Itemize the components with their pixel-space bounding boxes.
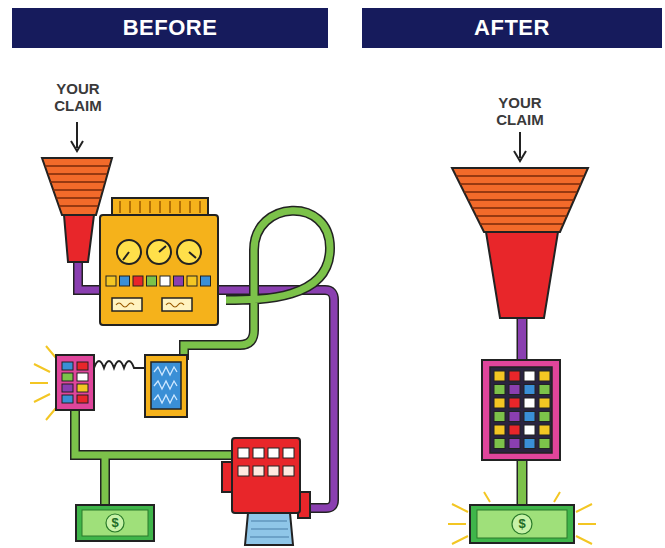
pipe-outline — [517, 316, 528, 362]
arrow-head — [514, 151, 526, 161]
indicator-light — [253, 466, 264, 476]
pointer-arrow — [519, 132, 521, 158]
bill-inner — [477, 510, 567, 538]
dollar-sign: $ — [105, 516, 125, 530]
readout-scribble — [116, 303, 184, 307]
indicator-light — [494, 439, 505, 449]
indicator-light — [509, 412, 520, 422]
indicator-light — [509, 398, 520, 408]
cap-ridges — [120, 201, 200, 213]
monitor-box — [145, 355, 187, 417]
green-pipe — [518, 458, 526, 507]
indicator-light — [539, 412, 550, 422]
money-bill — [470, 505, 574, 543]
header-text: AFTER — [474, 15, 550, 41]
dial-needle — [123, 246, 196, 260]
indicator-light — [494, 412, 505, 422]
dollar-sign: $ — [512, 517, 532, 531]
indicator-light — [524, 425, 535, 435]
indicator-light — [77, 395, 88, 403]
header-band: AFTER — [362, 8, 662, 48]
device-panel — [490, 367, 552, 453]
indicator-light — [494, 398, 505, 408]
pipe-outline — [517, 458, 528, 507]
yellow-machine — [100, 215, 218, 325]
indicator-light — [494, 425, 505, 435]
indicator-light — [77, 362, 88, 370]
indicator-light — [62, 373, 73, 381]
header-band: BEFORE — [12, 8, 328, 48]
simple-device — [482, 360, 560, 460]
indicator-light — [524, 412, 535, 422]
red-machine — [232, 438, 300, 513]
funnel-stripes — [45, 166, 110, 206]
indicator-light — [160, 276, 170, 286]
indicator-light — [268, 466, 279, 476]
indicator-light — [120, 276, 130, 286]
indicator-light — [524, 439, 535, 449]
indicator-light — [201, 276, 211, 286]
indicator-light — [524, 385, 535, 395]
indicator-light — [539, 425, 550, 435]
bill-inner — [82, 510, 148, 536]
indicator-light — [509, 425, 520, 435]
pointer-arrow — [76, 122, 78, 148]
funnel — [452, 168, 588, 232]
indicator-light — [283, 448, 294, 458]
indicator-light — [77, 373, 88, 381]
indicator-light — [253, 448, 264, 458]
arrow-head — [71, 141, 83, 151]
indicator-light — [174, 276, 184, 286]
red-tube — [64, 215, 94, 262]
indicator-light — [539, 371, 550, 381]
printout-lines — [250, 521, 289, 537]
indicator-light — [268, 448, 279, 458]
indicator-light — [539, 385, 550, 395]
claim-label: YOUR CLAIM — [490, 94, 550, 128]
red-tube — [486, 232, 558, 318]
screen-wave — [154, 367, 177, 403]
indicator-light — [509, 385, 520, 395]
indicator-light — [238, 448, 249, 458]
indicator-light — [62, 384, 73, 392]
indicator-light — [494, 385, 505, 395]
blinking-device — [56, 355, 94, 410]
pipe-outline — [75, 408, 234, 507]
indicator-light — [187, 276, 197, 286]
indicator-light — [147, 276, 157, 286]
indicator-light — [539, 439, 550, 449]
header-text: BEFORE — [123, 15, 218, 41]
indicator-light — [77, 384, 88, 392]
bill-seal — [512, 514, 532, 534]
indicator-light — [509, 371, 520, 381]
indicator-light — [283, 466, 294, 476]
coil — [94, 361, 146, 368]
indicator-light — [524, 371, 535, 381]
funnel — [42, 158, 112, 215]
indicator-light — [133, 276, 143, 286]
claim-label: YOUR CLAIM — [48, 80, 108, 114]
purple-pipe — [518, 316, 526, 362]
funnel-stripes — [456, 176, 584, 224]
indicator-light — [509, 439, 520, 449]
indicator-light — [238, 466, 249, 476]
green-pipe — [75, 408, 234, 507]
indicator-light — [539, 398, 550, 408]
machine-cap — [112, 198, 208, 216]
indicator-light — [106, 276, 116, 286]
money-bill — [76, 505, 154, 541]
indicator-light — [524, 398, 535, 408]
monitor-screen — [151, 362, 181, 409]
printout — [245, 513, 293, 545]
bill-seal — [106, 514, 124, 532]
indicator-light — [62, 395, 73, 403]
glow-rays — [448, 492, 596, 544]
indicator-light — [494, 371, 505, 381]
glow-rays — [30, 346, 56, 420]
indicator-light — [62, 362, 73, 370]
